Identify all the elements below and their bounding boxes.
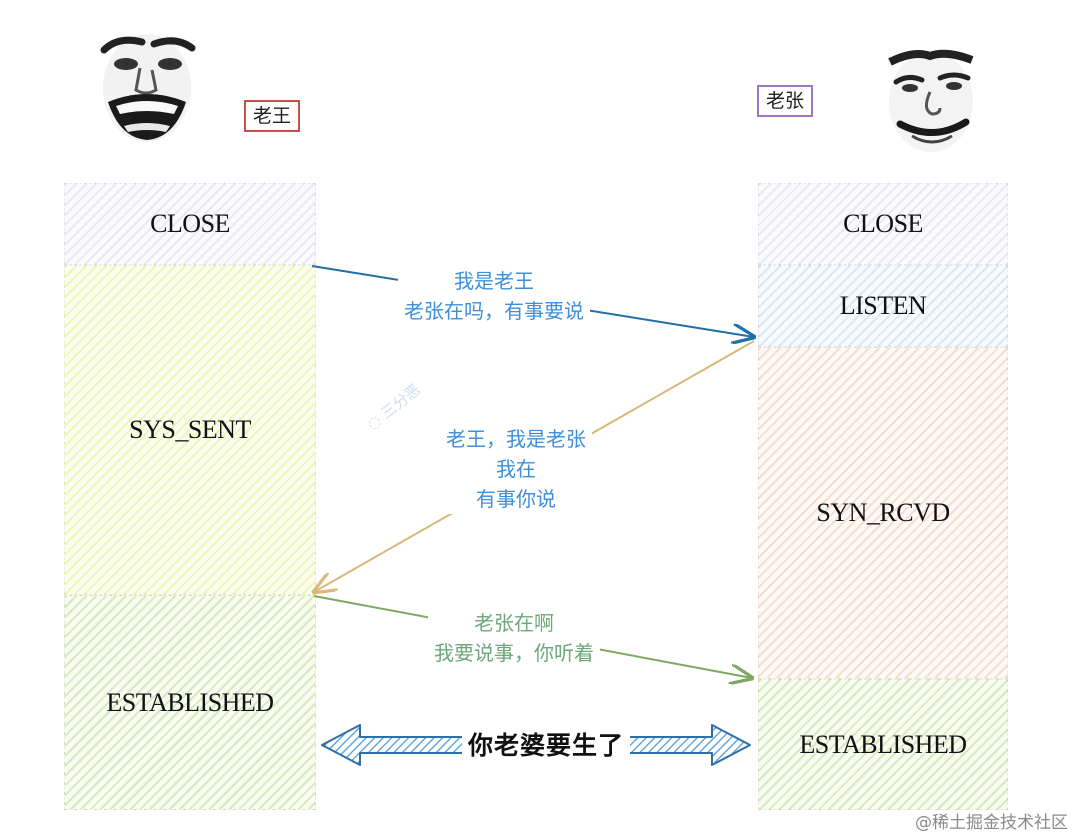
message-syn: 我是老王 老张在吗，有事要说 bbox=[398, 266, 590, 326]
smirking-meme-face-icon bbox=[888, 49, 974, 152]
message-syn-line-2: 老张在吗，有事要说 bbox=[404, 299, 584, 323]
message-ack: 老张在啊 我要说事，你听着 bbox=[428, 608, 600, 668]
message-syn-ack-line-2: 我在 bbox=[496, 457, 536, 481]
right-state-syn-rcvd: SYN_RCVD bbox=[758, 347, 1008, 679]
left-state-syn-sent: SYS_SENT bbox=[64, 265, 316, 595]
message-ack-line-2: 我要说事，你听着 bbox=[434, 641, 594, 665]
name-tag-right: 老张 bbox=[757, 85, 814, 117]
right-state-established: ESTABLISHED bbox=[758, 679, 1008, 810]
message-ack-line-1: 老张在啊 bbox=[474, 611, 554, 635]
message-syn-ack-line-1: 老王，我是老张 bbox=[446, 427, 586, 451]
left-state-close: CLOSE bbox=[64, 183, 316, 265]
grinning-meme-face-icon bbox=[100, 34, 196, 142]
footer-credit: @稀土掘金技术社区 bbox=[915, 813, 1068, 833]
right-state-listen: LISTEN bbox=[758, 265, 1008, 347]
established-banner: 你老婆要生了 bbox=[462, 728, 631, 764]
message-syn-ack: 老王，我是老张 我在 有事你说 bbox=[440, 424, 592, 514]
message-syn-line-1: 我是老王 bbox=[454, 269, 534, 293]
right-state-close: CLOSE bbox=[758, 183, 1008, 265]
name-tag-left: 老王 bbox=[244, 100, 301, 132]
left-state-established: ESTABLISHED bbox=[64, 595, 316, 810]
message-syn-ack-line-3: 有事你说 bbox=[476, 487, 556, 511]
